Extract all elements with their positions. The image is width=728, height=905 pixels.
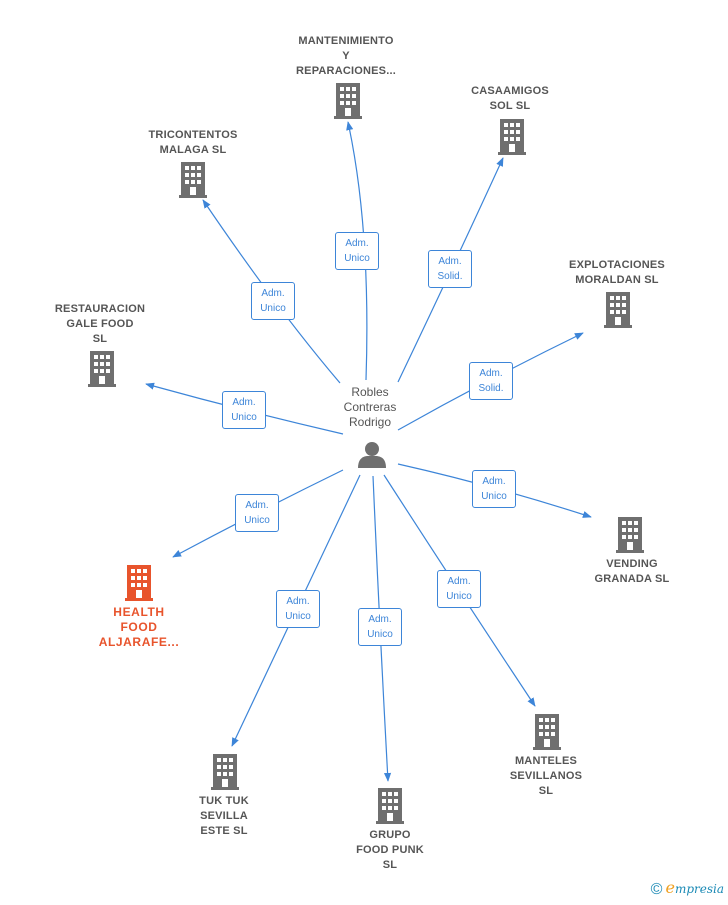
role-label-tricontentos: Adm. Unico (251, 282, 295, 320)
company-name-vending[interactable]: VENDING GRANADA SL (594, 558, 670, 585)
building-icon[interactable] (88, 351, 116, 387)
center-person-name: Robles Contreras Rodrigo (343, 385, 397, 429)
building-icon[interactable] (211, 754, 239, 790)
building-icon[interactable] (604, 292, 632, 328)
building-icon[interactable] (616, 517, 644, 553)
company-name-manteles[interactable]: MANTELES SEVILLANOS SL (509, 755, 583, 797)
role-label-explotaciones: Adm. Solid. (469, 362, 513, 400)
building-icon[interactable] (376, 788, 404, 824)
role-label-grupo: Adm. Unico (358, 608, 402, 646)
role-label-health: Adm. Unico (235, 494, 279, 532)
building-icon[interactable] (334, 83, 362, 119)
company-name-health[interactable]: HEALTH FOOD ALJARAFE... (98, 605, 180, 649)
role-label-tuktuk: Adm. Unico (276, 590, 320, 628)
building-icon[interactable] (125, 565, 153, 601)
company-name-restauracion[interactable]: RESTAURACION GALE FOOD SL (54, 303, 146, 345)
role-label-casaamigos: Adm. Solid. (428, 250, 472, 288)
role-label-mantenimiento: Adm. Unico (335, 232, 379, 270)
role-label-vending: Adm. Unico (472, 470, 516, 508)
empresia-logo: ©empresia (651, 878, 724, 899)
building-icon[interactable] (498, 119, 526, 155)
company-name-mantenimiento[interactable]: MANTENIMIENTO Y REPARACIONES... (296, 35, 396, 77)
role-label-manteles: Adm. Unico (437, 570, 481, 608)
company-name-tricontentos[interactable]: TRICONTENTOS MALAGA SL (148, 129, 238, 156)
company-name-tuktuk[interactable]: TUK TUK SEVILLA ESTE SL (199, 795, 249, 837)
company-name-casaamigos[interactable]: CASAAMIGOS SOL SL (471, 85, 549, 112)
company-name-grupo[interactable]: GRUPO FOOD PUNK SL (356, 829, 424, 871)
role-label-restauracion: Adm. Unico (222, 391, 266, 429)
copyright-icon: © (650, 881, 663, 898)
building-icon[interactable] (179, 162, 207, 198)
building-icon[interactable] (533, 714, 561, 750)
brand-name: mpresia (674, 882, 724, 896)
company-name-explotaciones[interactable]: EXPLOTACIONES MORALDAN SL (569, 259, 665, 286)
brand-initial: e (665, 878, 675, 897)
person-icon[interactable] (358, 442, 386, 468)
